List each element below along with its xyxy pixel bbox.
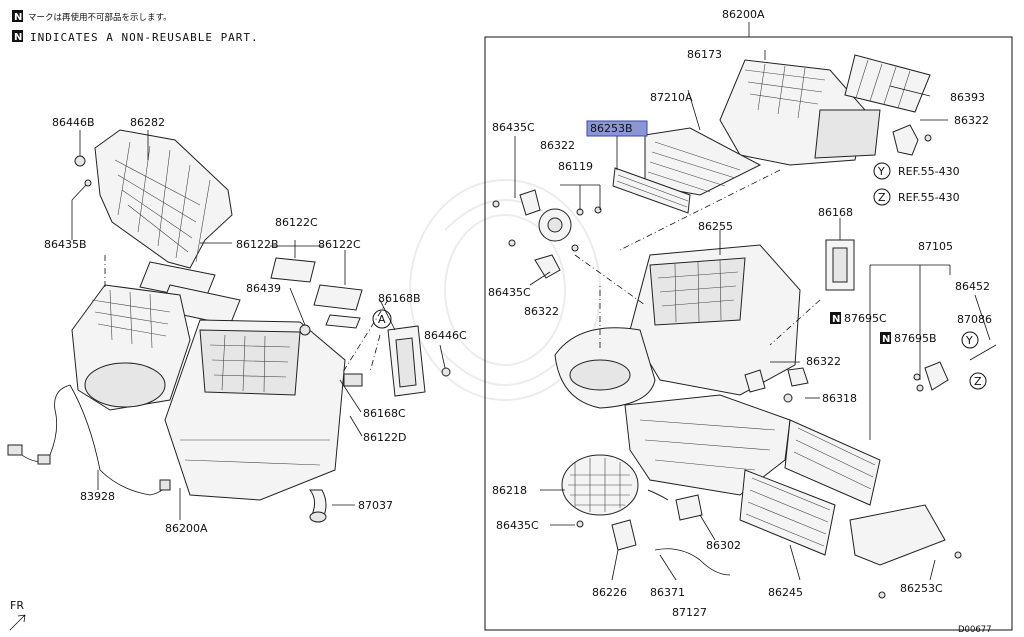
gasket-86168B-drawing <box>387 325 426 397</box>
clips-left <box>299 324 451 387</box>
reference-z: Z REF.55-430 <box>873 188 960 206</box>
label-86168B: 86168B <box>378 292 421 305</box>
label-86173: 86173 <box>687 48 722 61</box>
label-86435B: 86435B <box>44 238 87 251</box>
label-86435C-c: 86435C <box>496 519 539 532</box>
reference-y: Y REF.55-430 <box>873 162 960 180</box>
evaporator-86245-drawing <box>739 419 881 556</box>
label-86253C: 86253C <box>900 582 943 595</box>
label-86122B: 86122B <box>236 238 279 251</box>
svg-text:Y: Y <box>965 334 973 347</box>
front-direction-indicator: FR <box>9 599 26 631</box>
actuator-86322-top-drawing <box>892 124 932 156</box>
svg-text:Z: Z <box>974 375 982 388</box>
leaders-left <box>71 130 446 520</box>
hose-87037-drawing <box>308 489 327 523</box>
label-86322-c: 86322 <box>806 355 841 368</box>
assembly-86200A-frame <box>484 36 1013 631</box>
intake-grille-86393-drawing <box>844 54 931 113</box>
reference-y-text: REF.55-430 <box>898 165 960 178</box>
label-86318: 86318 <box>822 392 857 405</box>
label-86255: 86255 <box>698 220 733 233</box>
label-86452: 86452 <box>955 280 990 293</box>
label-86435C-b: 86435C <box>488 286 531 299</box>
label-86282: 86282 <box>130 116 165 129</box>
front-label: FR <box>10 599 24 612</box>
label-86200A-top: 86200A <box>722 8 765 21</box>
svg-text:Y: Y <box>877 165 885 178</box>
holder-86253B-drawing <box>612 167 691 214</box>
label-86253B: 86253B <box>590 122 633 135</box>
blower-motor-86218-drawing <box>561 454 639 528</box>
label-86218: 86218 <box>492 484 527 497</box>
reference-z-text: REF.55-430 <box>898 191 960 204</box>
legend-japanese: N マークは再使用不可部品を示します。 <box>12 10 172 23</box>
legend-english: N INDICATES A NON-REUSABLE PART. <box>12 30 259 44</box>
legend-japanese-text: マークは再使用不可部品を示します。 <box>28 12 172 23</box>
heater-case-86255-drawing <box>629 244 801 396</box>
label-86322-a: 86322 <box>540 139 575 152</box>
legend-badge: N <box>14 12 22 23</box>
label-86393: 86393 <box>950 91 985 104</box>
blower-case-86173-drawing <box>719 59 881 166</box>
label-86122C-b: 86122C <box>318 238 361 251</box>
label-86371: 86371 <box>650 586 685 599</box>
label-87127: 87127 <box>672 606 707 619</box>
label-86200A-left: 86200A <box>165 522 208 535</box>
actuator-86322-b-drawing <box>508 239 561 279</box>
label-87210A: 87210A <box>650 91 693 104</box>
label-87695C: 87695C <box>844 312 887 325</box>
diagram-code: D00677 <box>958 625 992 635</box>
label-86122C-a: 86122C <box>275 216 318 229</box>
blower-housing-drawing <box>554 327 656 409</box>
heater-unit-left-drawing <box>164 319 346 501</box>
label-86168: 86168 <box>818 206 853 219</box>
label-86439: 86439 <box>246 282 281 295</box>
cover-86253C-drawing <box>849 504 962 599</box>
label-86168C: 86168C <box>363 407 406 420</box>
actuator-86322-a-drawing <box>492 189 541 216</box>
label-87695B-group: N 87695B <box>880 332 937 345</box>
filter-87210A-drawing <box>644 127 762 196</box>
wire-harness-83928-drawing <box>7 384 171 496</box>
callout-z-part: Z <box>969 372 987 390</box>
svg-text:N: N <box>832 314 840 325</box>
legend-badge-en: N <box>14 32 22 43</box>
label-86302: 86302 <box>706 539 741 552</box>
label-87105: 87105 <box>918 240 953 253</box>
misc-right-parts <box>611 239 997 576</box>
label-87695B: 87695B <box>894 332 937 345</box>
label-86226: 86226 <box>592 586 627 599</box>
blower-case-left-drawing <box>71 284 191 411</box>
label-86122D: 86122D <box>363 431 406 444</box>
label-87086: 87086 <box>957 313 992 326</box>
svg-text:N: N <box>882 334 890 345</box>
label-86119: 86119 <box>558 160 593 173</box>
duct-86282-drawing <box>74 129 233 269</box>
label-86322-b: 86322 <box>524 305 559 318</box>
svg-text:Z: Z <box>878 191 886 204</box>
svg-text:A: A <box>378 313 386 326</box>
legend-english-text: INDICATES A NON-REUSABLE PART. <box>30 31 259 44</box>
label-86245: 86245 <box>768 586 803 599</box>
label-86446C: 86446C <box>424 329 467 342</box>
callout-y-part: Y <box>961 331 979 349</box>
callout-a-left: A <box>372 309 392 329</box>
label-83928: 83928 <box>80 490 115 503</box>
label-87695C-group: N 87695C <box>830 312 887 325</box>
label-87037: 87037 <box>358 499 393 512</box>
label-86322-top-right: 86322 <box>954 114 989 127</box>
label-86435C-a: 86435C <box>492 121 535 134</box>
link-86119-drawing <box>538 206 602 252</box>
label-86446B: 86446B <box>52 116 95 129</box>
leaders-right <box>514 50 991 581</box>
